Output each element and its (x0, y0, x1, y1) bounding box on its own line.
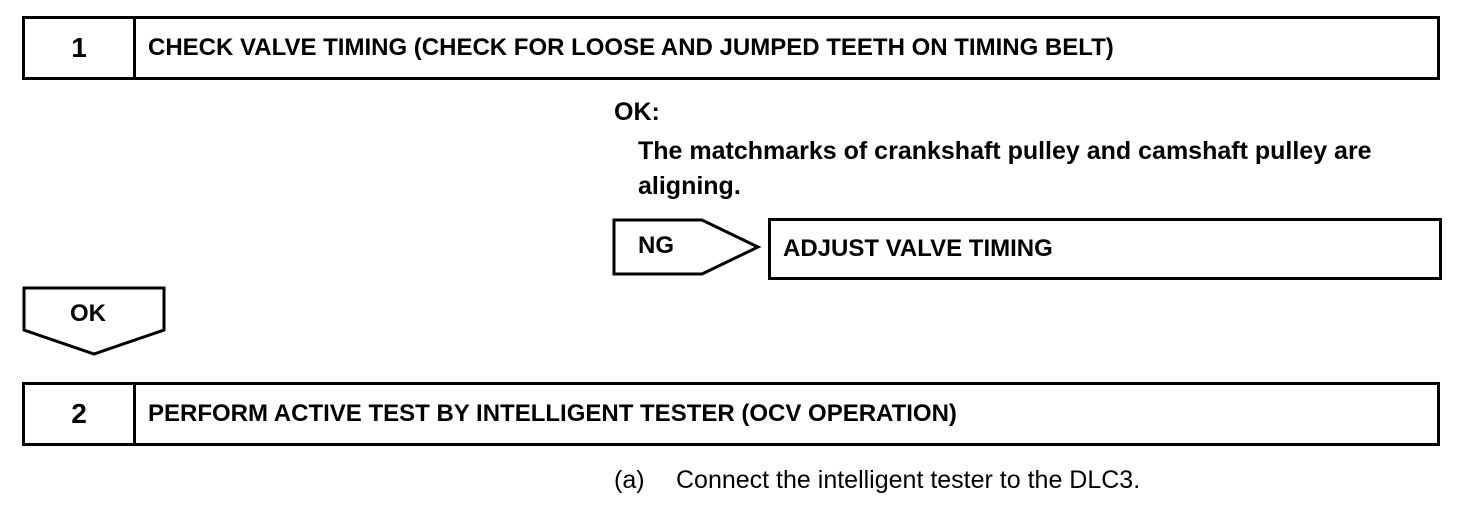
ng-label: NG (638, 232, 674, 259)
ok-down-arrow-icon (22, 286, 166, 356)
ng-action-text: ADJUST VALVE TIMING (783, 235, 1053, 262)
instruction-marker: (a) (614, 466, 645, 494)
step-2-box: 2 PERFORM ACTIVE TEST BY INTELLIGENT TES… (22, 382, 1440, 446)
ok-condition-text: The matchmarks of crankshaft pulley and … (638, 137, 1372, 200)
instruction-a: (a) Connect the intelligent tester to the… (614, 466, 1140, 495)
step-2-title: PERFORM ACTIVE TEST BY INTELLIGENT TESTE… (148, 400, 957, 427)
step-1-box: 1 CHECK VALVE TIMING (CHECK FOR LOOSE AN… (22, 16, 1440, 80)
step-1-number: 1 (25, 19, 136, 77)
step-2-number: 2 (25, 385, 136, 443)
step-1-title: CHECK VALVE TIMING (CHECK FOR LOOSE AND … (148, 34, 1114, 61)
ng-arrow-icon (612, 218, 762, 276)
ok-condition-heading: OK: (614, 98, 660, 126)
ng-action-box: ADJUST VALVE TIMING (768, 218, 1442, 280)
instruction-text: Connect the intelligent tester to the DL… (676, 466, 1141, 494)
ok-arrow-label: OK (70, 300, 106, 327)
